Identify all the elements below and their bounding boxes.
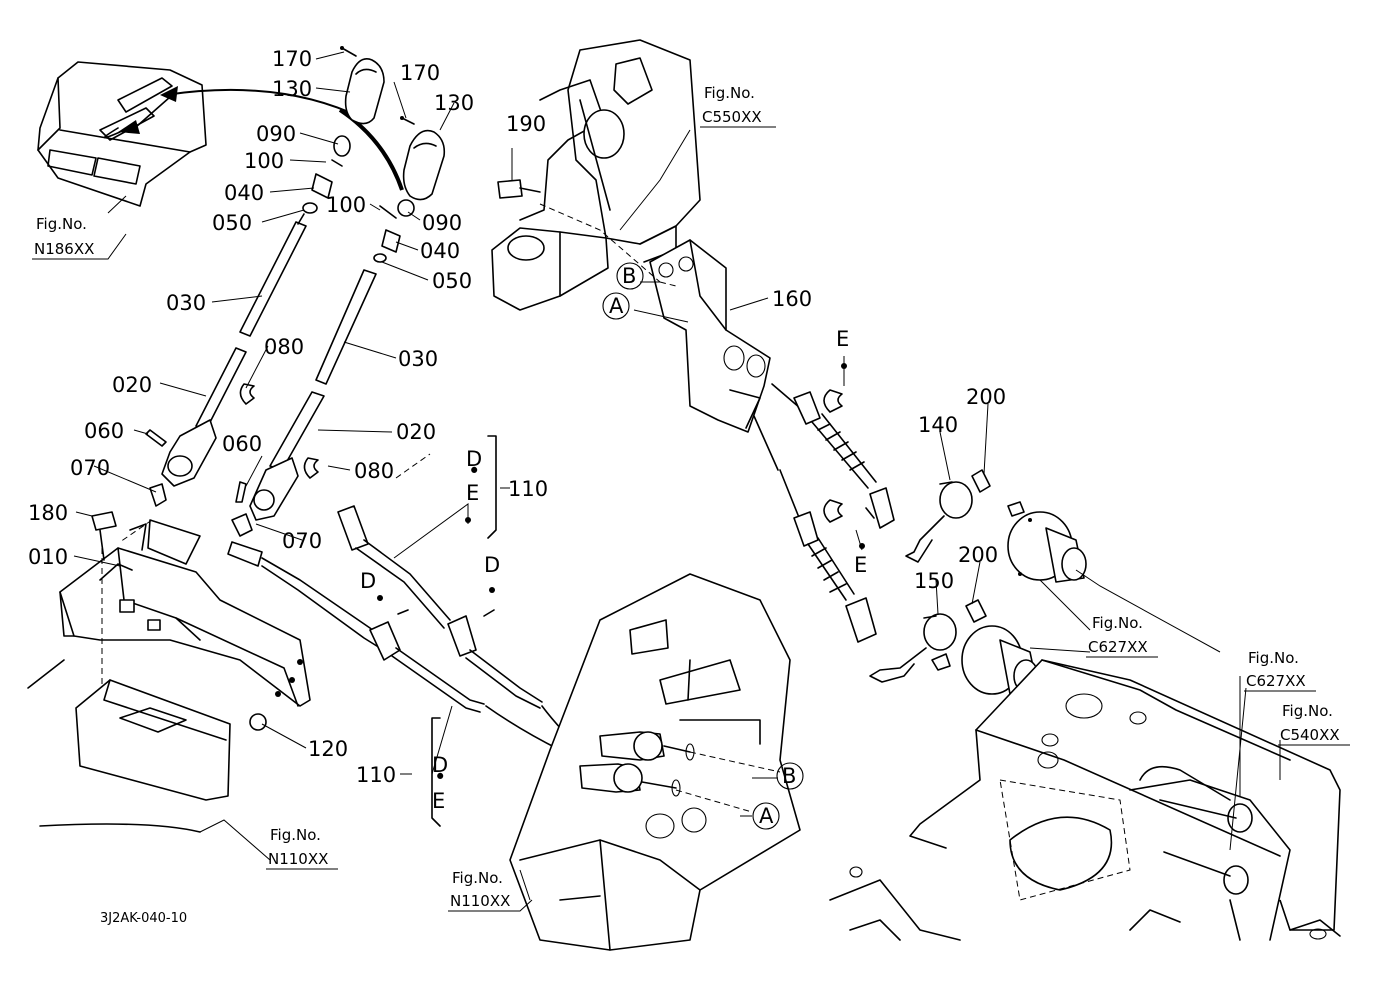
svg-text:Fig.No.: Fig.No. xyxy=(704,84,755,102)
label-050: 050 xyxy=(432,269,472,293)
housing-c540 xyxy=(829,659,1341,941)
label-090: 090 xyxy=(422,211,462,235)
svg-text:C627XX: C627XX xyxy=(1088,638,1148,656)
label-040: 040 xyxy=(224,181,264,205)
housing-n110 xyxy=(509,573,801,951)
fig-ref-c540: Fig.No. C540XX xyxy=(1278,702,1350,746)
knob-130-right xyxy=(402,129,446,201)
label-110: 110 xyxy=(508,477,548,501)
label-100: 100 xyxy=(244,149,284,173)
fig-ref-n186: Fig.No. N186XX xyxy=(32,215,127,260)
label-140: 140 xyxy=(918,413,958,437)
part-labels: 170 130 170 130 090 100 040 050 100 090 … xyxy=(28,47,1006,787)
fig-ref-c627-right: Fig.No. C627XX xyxy=(1244,649,1316,692)
svg-text:C627XX: C627XX xyxy=(1246,672,1306,690)
marker-e: E xyxy=(854,553,867,577)
marker-e: E xyxy=(836,327,849,351)
column-c550 xyxy=(491,39,701,311)
label-200: 200 xyxy=(958,543,998,567)
fig-ref-n110-left: Fig.No. N110XX xyxy=(266,826,338,870)
label-040: 040 xyxy=(420,239,460,263)
label-160: 160 xyxy=(772,287,812,311)
svg-text:N110XX: N110XX xyxy=(450,892,510,910)
label-020: 020 xyxy=(396,420,436,444)
label-080: 080 xyxy=(354,459,394,483)
marker-dot: • xyxy=(468,459,480,483)
label-110: 110 xyxy=(356,763,396,787)
svg-text:Fig.No.: Fig.No. xyxy=(1248,649,1299,667)
label-190: 190 xyxy=(506,112,546,136)
marker-e: E xyxy=(432,789,445,813)
label-120: 120 xyxy=(308,737,348,761)
knob-130-left xyxy=(344,58,385,125)
label-060: 060 xyxy=(84,419,124,443)
label-130: 130 xyxy=(434,91,474,115)
marker-b: B xyxy=(782,764,796,788)
arm-140 xyxy=(905,469,991,563)
label-060: 060 xyxy=(222,432,262,456)
label-200: 200 xyxy=(966,385,1006,409)
marker-d: D xyxy=(466,447,482,471)
spring-cable-upper xyxy=(771,383,895,529)
marker-a: A xyxy=(609,294,624,318)
svg-text:Fig.No.: Fig.No. xyxy=(1092,614,1143,632)
marker-e: E xyxy=(466,481,479,505)
marker-letters: D • E D • E D D E E B A B A xyxy=(360,264,867,828)
label-150: 150 xyxy=(914,569,954,593)
label-130: 130 xyxy=(272,77,312,101)
marker-d: D xyxy=(360,569,376,593)
lever-guide-panel xyxy=(37,61,207,207)
svg-text:N110XX: N110XX xyxy=(268,850,328,868)
svg-text:Fig.No.: Fig.No. xyxy=(1282,702,1333,720)
label-180: 180 xyxy=(28,501,68,525)
spring-cable-lower xyxy=(753,415,877,643)
arm-150 xyxy=(869,599,987,683)
svg-text:N186XX: N186XX xyxy=(34,240,94,258)
diagram-code: 3J2AK-040-10 xyxy=(100,911,187,926)
svg-text:C550XX: C550XX xyxy=(702,108,762,126)
label-090: 090 xyxy=(256,122,296,146)
label-080: 080 xyxy=(264,335,304,359)
label-020: 020 xyxy=(112,373,152,397)
svg-text:Fig.No.: Fig.No. xyxy=(270,826,321,844)
marker-b: B xyxy=(622,264,636,288)
label-010: 010 xyxy=(28,545,68,569)
bracket-010 xyxy=(59,519,311,707)
bracket-160 xyxy=(649,239,771,433)
figure-references: Fig.No. N186XX Fig.No. C550XX Fig.No. C6… xyxy=(32,84,1350,912)
label-030: 030 xyxy=(166,291,206,315)
label-070: 070 xyxy=(70,456,110,480)
label-030: 030 xyxy=(398,347,438,371)
label-170: 170 xyxy=(400,61,440,85)
marker-d: D xyxy=(484,553,500,577)
svg-text:C540XX: C540XX xyxy=(1280,726,1340,744)
fig-ref-n110-center: Fig.No. N110XX xyxy=(448,869,533,912)
marker-a: A xyxy=(759,804,774,828)
label-170: 170 xyxy=(272,47,312,71)
fig-ref-c627-upper: Fig.No. C627XX xyxy=(1086,614,1158,658)
svg-text:Fig.No.: Fig.No. xyxy=(452,869,503,887)
label-070: 070 xyxy=(282,529,322,553)
svg-text:Fig.No.: Fig.No. xyxy=(36,215,87,233)
fig-ref-c550: Fig.No. C550XX xyxy=(700,84,776,128)
label-100: 100 xyxy=(326,193,366,217)
marker-d: D xyxy=(432,753,448,777)
marker-dot: • xyxy=(434,765,446,789)
flange-c627-upper xyxy=(1007,501,1087,583)
label-050: 050 xyxy=(212,211,252,235)
